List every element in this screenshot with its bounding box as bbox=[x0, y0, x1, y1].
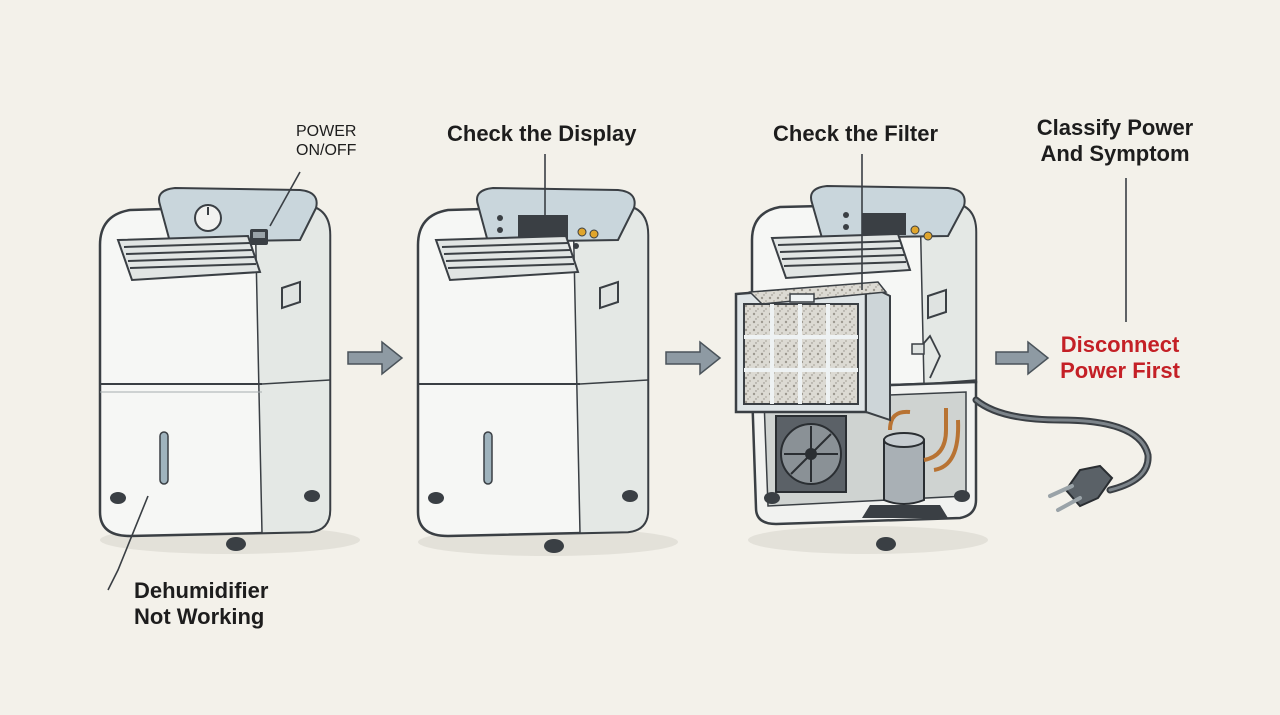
arrow-right-icon bbox=[665, 340, 722, 376]
step-1-label-line1: Dehumidifier bbox=[134, 578, 269, 603]
step-1-label: Dehumidifier Not Working bbox=[134, 578, 268, 631]
power-switch-label: POWER ON/OFF bbox=[296, 122, 356, 160]
warning-label-line2: Power First bbox=[1060, 358, 1180, 384]
compressor-icon bbox=[862, 408, 961, 518]
air-filter bbox=[734, 281, 891, 422]
power-switch-label-line1: POWER bbox=[296, 123, 357, 140]
step-2-label: Check the Display bbox=[447, 121, 637, 146]
step-3-label: Check the Filter bbox=[773, 121, 939, 146]
arrow-right-icon bbox=[347, 340, 404, 376]
power-switch-label-line2: ON/OFF bbox=[296, 142, 357, 160]
step-1-label-line2: Not Working bbox=[134, 604, 265, 630]
warning-label-line1: Disconnect bbox=[1060, 332, 1180, 357]
step-4-label: Classify Power And Symptom bbox=[1030, 115, 1200, 168]
step-4-label-line1: Classify Power bbox=[1036, 115, 1194, 140]
dehumidifier-unit-2 bbox=[416, 154, 678, 556]
dehumidifier-unit-1 bbox=[98, 171, 360, 591]
arrow-right-icon bbox=[995, 340, 1050, 376]
warning-label: Disconnect Power First bbox=[1048, 332, 1192, 385]
fan-icon bbox=[775, 415, 847, 493]
step-4-label-line2: And Symptom bbox=[1040, 141, 1190, 167]
dehumidifier-unit-3-open bbox=[734, 154, 988, 554]
power-plug-icon bbox=[972, 396, 1152, 512]
